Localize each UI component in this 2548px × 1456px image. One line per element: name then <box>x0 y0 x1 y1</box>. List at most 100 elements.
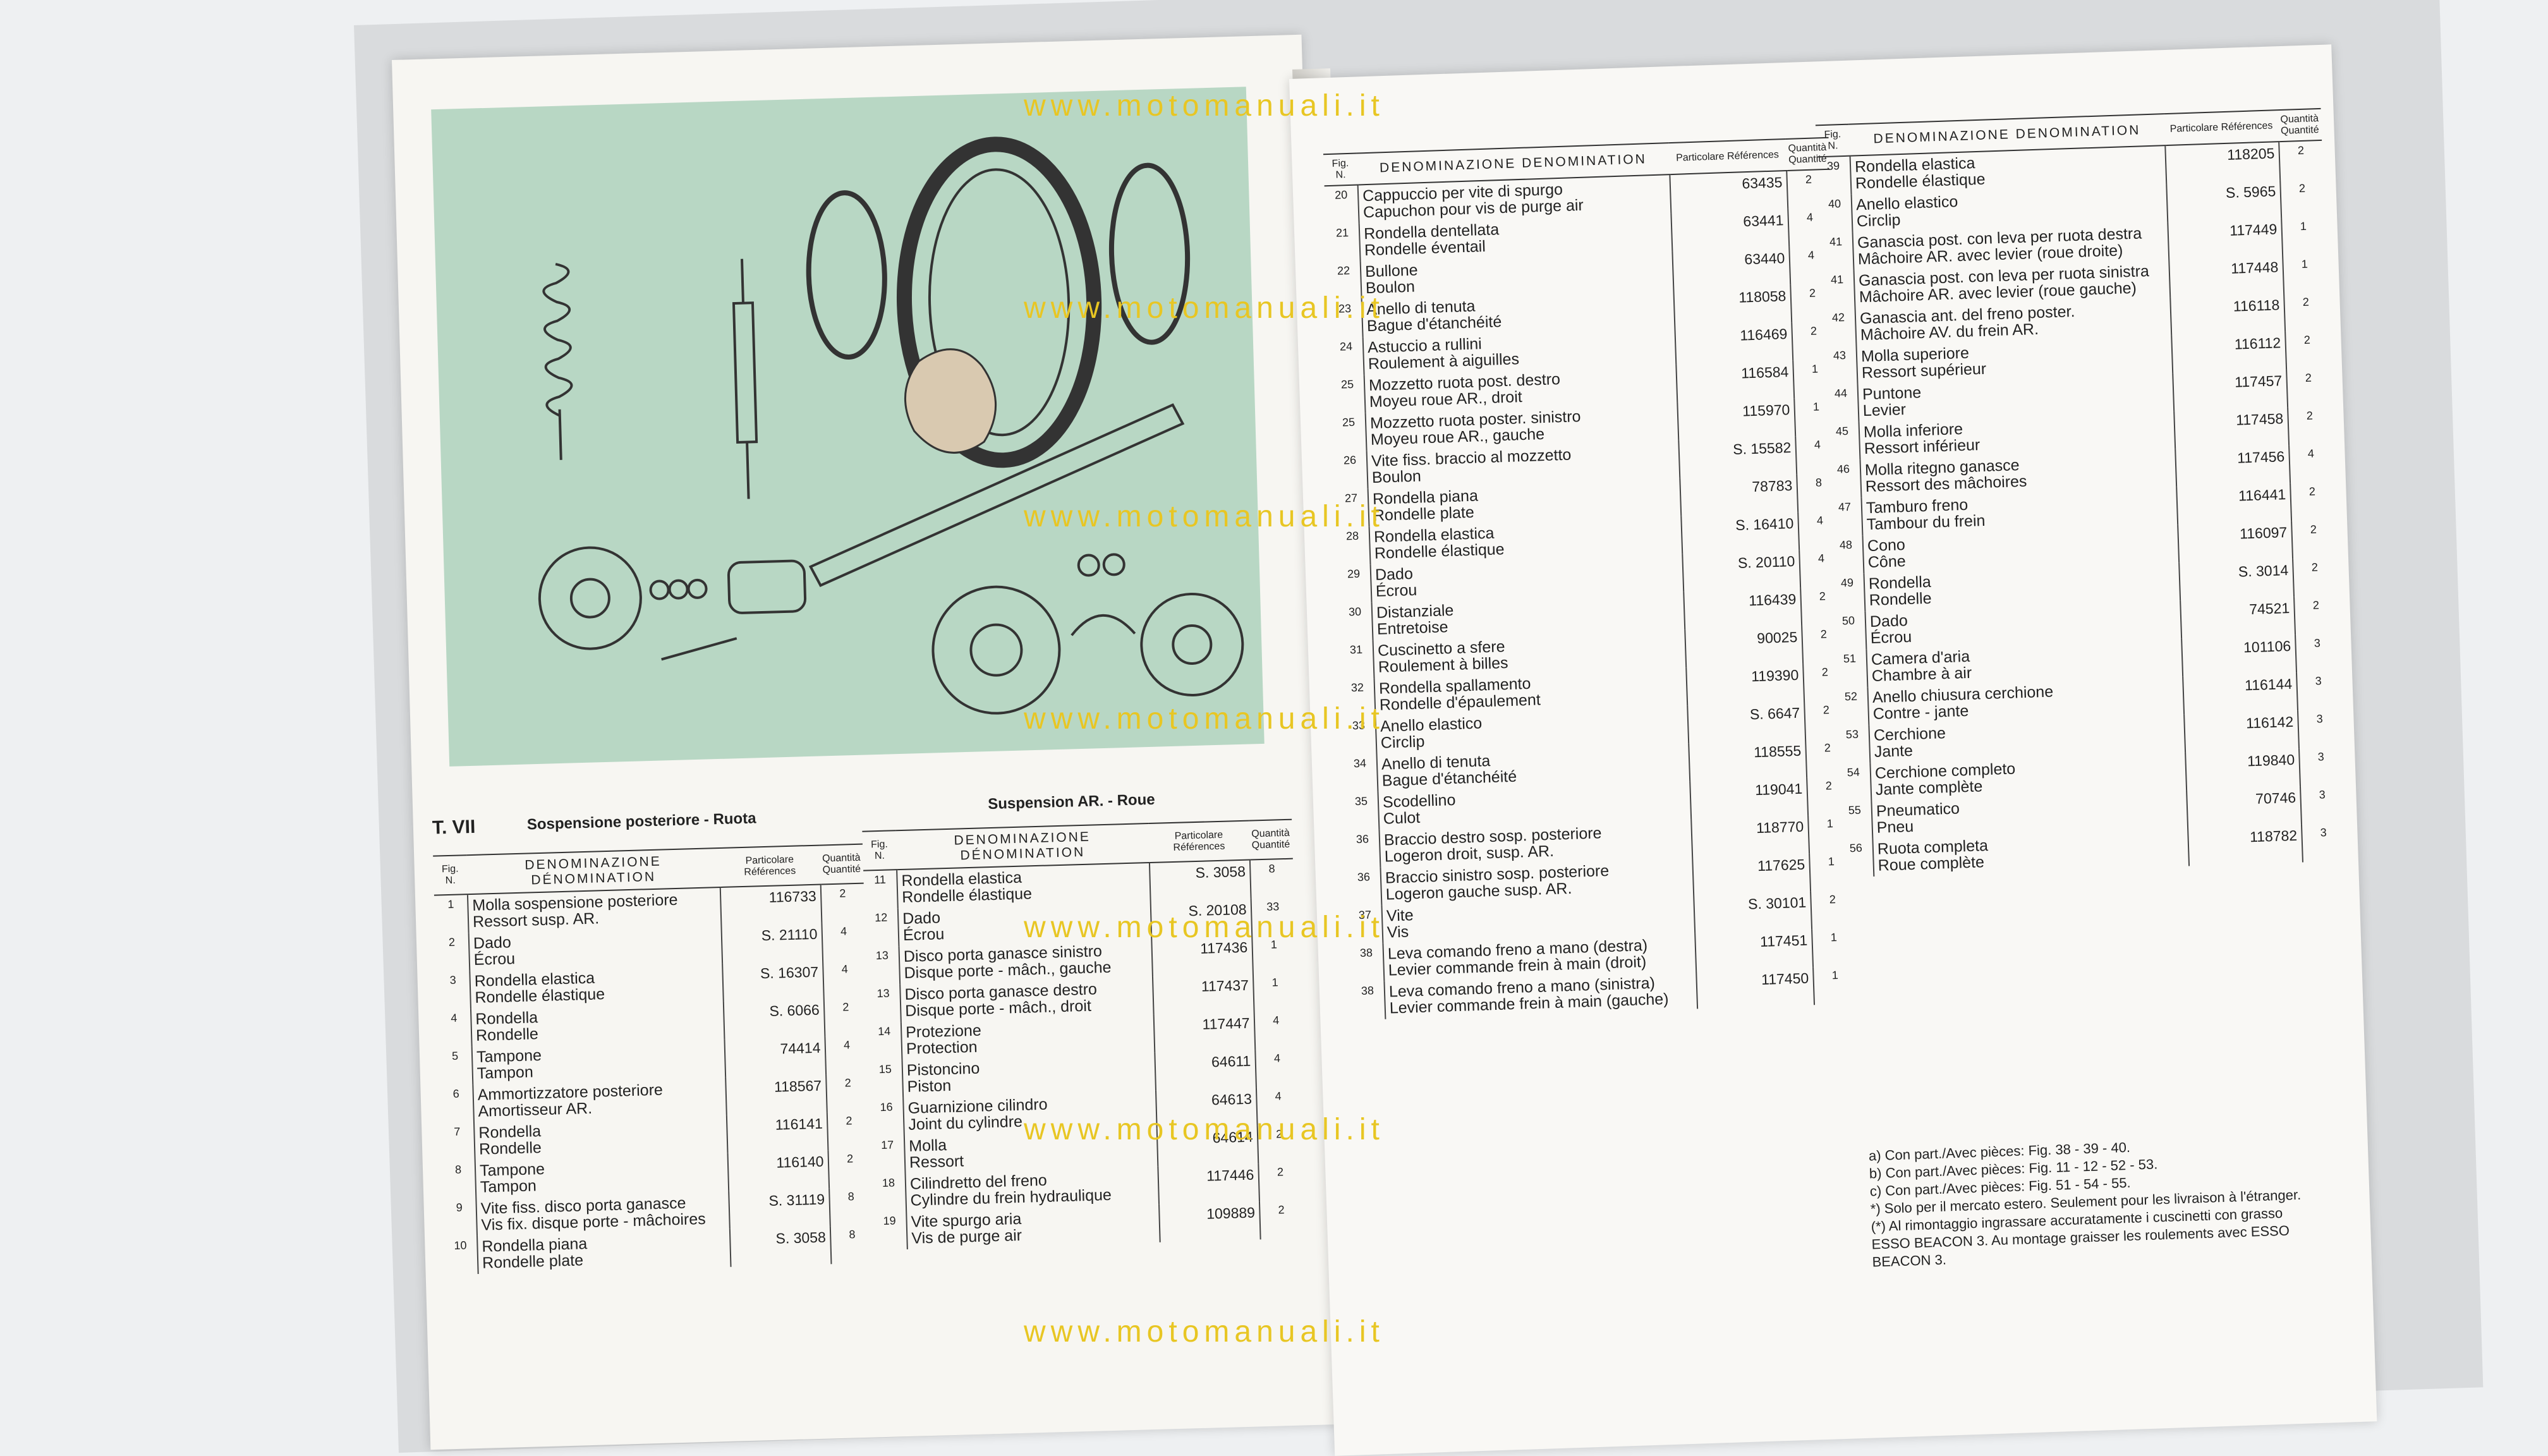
quantity: 1 <box>2282 254 2327 294</box>
reference-number: 119390 <box>1685 664 1804 706</box>
header-fig: Fig. N. <box>433 855 468 895</box>
quantity: 2 <box>2286 368 2331 408</box>
quantity: 2 <box>2284 330 2330 370</box>
fig-number: 49 <box>1840 576 1854 590</box>
watermark: www.motomanuali.it <box>1024 1315 1385 1349</box>
fig-number: 11 <box>873 873 887 887</box>
fig-number: 4 <box>451 1011 458 1024</box>
fig-number: 39 <box>1826 159 1840 173</box>
fig-number: 13 <box>875 949 889 962</box>
fig-number: 31 <box>1349 643 1363 657</box>
quantity: 4 <box>822 959 867 999</box>
reference-number: 118058 <box>1673 284 1792 327</box>
reference-number: 116097 <box>2177 521 2293 563</box>
exploded-parts-illustration <box>431 87 1265 767</box>
fig-number: 38 <box>1359 946 1373 960</box>
parts-table-left-a: Fig. N. DENOMINAZIONE DÉNOMINATION Parti… <box>433 844 875 1275</box>
reference-number: S. 16307 <box>722 961 824 1002</box>
quantity: 4 <box>1254 1048 1299 1088</box>
table-code: T. VII <box>432 816 476 839</box>
reference-number: 64611 <box>1155 1050 1256 1091</box>
quantity: 3 <box>2296 671 2341 711</box>
fig-number: 14 <box>877 1024 891 1038</box>
watermark: www.motomanuali.it <box>1024 500 1385 533</box>
fig-number: 46 <box>1836 462 1850 476</box>
quantity: 1 <box>2281 216 2326 257</box>
fig-number: 52 <box>1844 689 1858 703</box>
watermark: www.motomanuali.it <box>1024 911 1385 944</box>
fig-number: 19 <box>883 1214 896 1228</box>
reference-number: 116439 <box>1683 588 1802 630</box>
fig-number: 48 <box>1839 538 1853 552</box>
quantity: 2 <box>820 883 865 923</box>
fig-number: 10 <box>454 1239 467 1252</box>
fig-number: 26 <box>1343 453 1357 467</box>
quantity: 2 <box>2291 519 2336 559</box>
reference-number: S. 30101 <box>1693 891 1812 933</box>
quantity: 2 <box>2283 292 2329 332</box>
quantity: 2 <box>2279 178 2325 219</box>
reference-number: S. 6647 <box>1687 701 1805 744</box>
reference-number: 116441 <box>2176 483 2291 525</box>
header-denomination: DENOMINAZIONE DÉNOMINATION <box>466 848 720 895</box>
fig-number: 36 <box>1356 832 1369 846</box>
quantity: 4 <box>2288 444 2334 483</box>
fig-number: 43 <box>1833 349 1847 362</box>
fig-number: 1 <box>447 897 454 911</box>
quantity: 8 <box>828 1187 873 1227</box>
fig-number: 20 <box>1334 188 1348 202</box>
quantity: 2 <box>1259 1200 1304 1240</box>
watermark: www.motomanuali.it <box>1024 291 1385 325</box>
quantity: 8 <box>830 1225 875 1265</box>
reference-number: S. 20110 <box>1682 550 1800 592</box>
fig-number: 18 <box>882 1176 895 1190</box>
reference-number: S. 3058 <box>1149 859 1251 902</box>
reference-number: 118770 <box>1690 815 1809 858</box>
header-quantity: Quantità Quantité <box>819 844 864 885</box>
reference-number: 63441 <box>1670 209 1789 252</box>
quantity: 3 <box>2297 709 2342 749</box>
quantity: 2 <box>825 1073 870 1113</box>
reference-number: 116144 <box>2182 672 2298 715</box>
parts-table-left-b: Fig. N. DENOMINAZIONE DÉNOMINATION Parti… <box>862 819 1304 1251</box>
quantity: 2 <box>2290 482 2335 521</box>
quantity: 2 <box>1258 1162 1302 1202</box>
header-fig: Fig. N. <box>862 830 897 871</box>
fig-number: 45 <box>1835 424 1849 438</box>
fig-number: 3 <box>449 973 456 987</box>
reference-number: 90025 <box>1684 626 1803 668</box>
fig-number: 15 <box>878 1062 892 1076</box>
quantity: 1 <box>1253 973 1297 1012</box>
fig-number: 12 <box>874 911 888 925</box>
reference-number: 117451 <box>1694 929 1813 971</box>
reference-number: 117448 <box>2169 256 2284 298</box>
reference-number: 116141 <box>726 1112 828 1153</box>
header-fig: Fig. N. <box>1323 153 1358 186</box>
reference-number: S. 31119 <box>729 1188 830 1229</box>
reference-number: 116469 <box>1674 322 1793 365</box>
fig-number: 7 <box>454 1125 461 1138</box>
reference-number: 109889 <box>1158 1201 1261 1242</box>
quantity: 3 <box>2298 747 2343 787</box>
header-reference: Particolare Références <box>1148 820 1250 863</box>
fig-number: 24 <box>1339 339 1353 353</box>
fig-number: 54 <box>1847 765 1860 779</box>
header-denomination: DENOMINAZIONE DÉNOMINATION <box>895 823 1150 870</box>
quantity: 8 <box>1249 858 1294 899</box>
footnotes: a) Con part./Avec pièces: Fig. 38 - 39 -… <box>1869 1132 2315 1271</box>
reference-number: 117447 <box>1153 1012 1255 1053</box>
reference-number: 63440 <box>1671 246 1790 289</box>
quantity: 2 <box>2293 595 2339 635</box>
fig-number: 16 <box>880 1100 893 1114</box>
fig-number: 8 <box>454 1163 462 1176</box>
reference-number: 119041 <box>1689 777 1808 820</box>
header-quantity: Quantità Quantité <box>2278 108 2322 142</box>
fig-number: 25 <box>1340 377 1354 391</box>
